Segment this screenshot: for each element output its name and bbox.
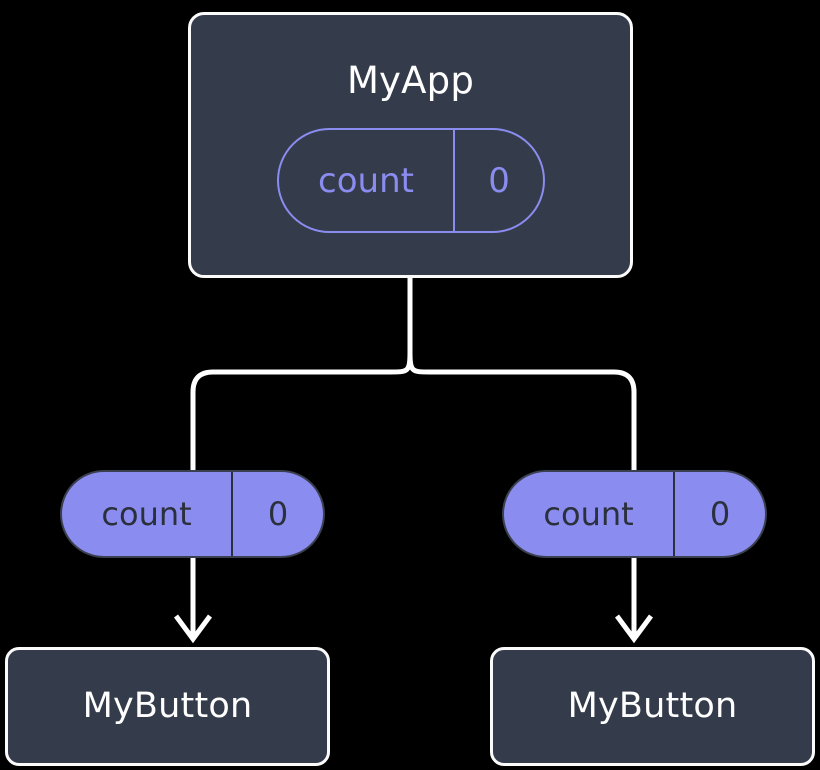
wire-root-to-child-right	[407, 351, 637, 470]
state-key-root: count	[318, 160, 414, 201]
state-pill-child-left[interactable]: count 0	[60, 470, 325, 558]
wire-root-to-child-left	[190, 351, 413, 470]
component-label-myapp: MyApp	[346, 59, 475, 102]
state-value-child-right: 0	[673, 472, 765, 556]
state-pill-root[interactable]: count 0	[277, 128, 545, 233]
state-value-root: 0	[453, 130, 543, 231]
component-card-mybutton-right[interactable]: MyButton	[490, 647, 815, 766]
state-pill-child-right[interactable]: count 0	[502, 470, 767, 558]
arrowhead-right	[614, 614, 654, 644]
state-key-child-left: count	[101, 495, 192, 533]
component-label-mybutton-right: MyButton	[567, 686, 738, 726]
state-key-child-right: count	[543, 495, 634, 533]
component-card-mybutton-left[interactable]: MyButton	[5, 647, 330, 766]
state-value-child-left: 0	[231, 472, 323, 556]
arrowhead-left	[173, 614, 213, 644]
component-label-mybutton-left: MyButton	[82, 686, 253, 726]
